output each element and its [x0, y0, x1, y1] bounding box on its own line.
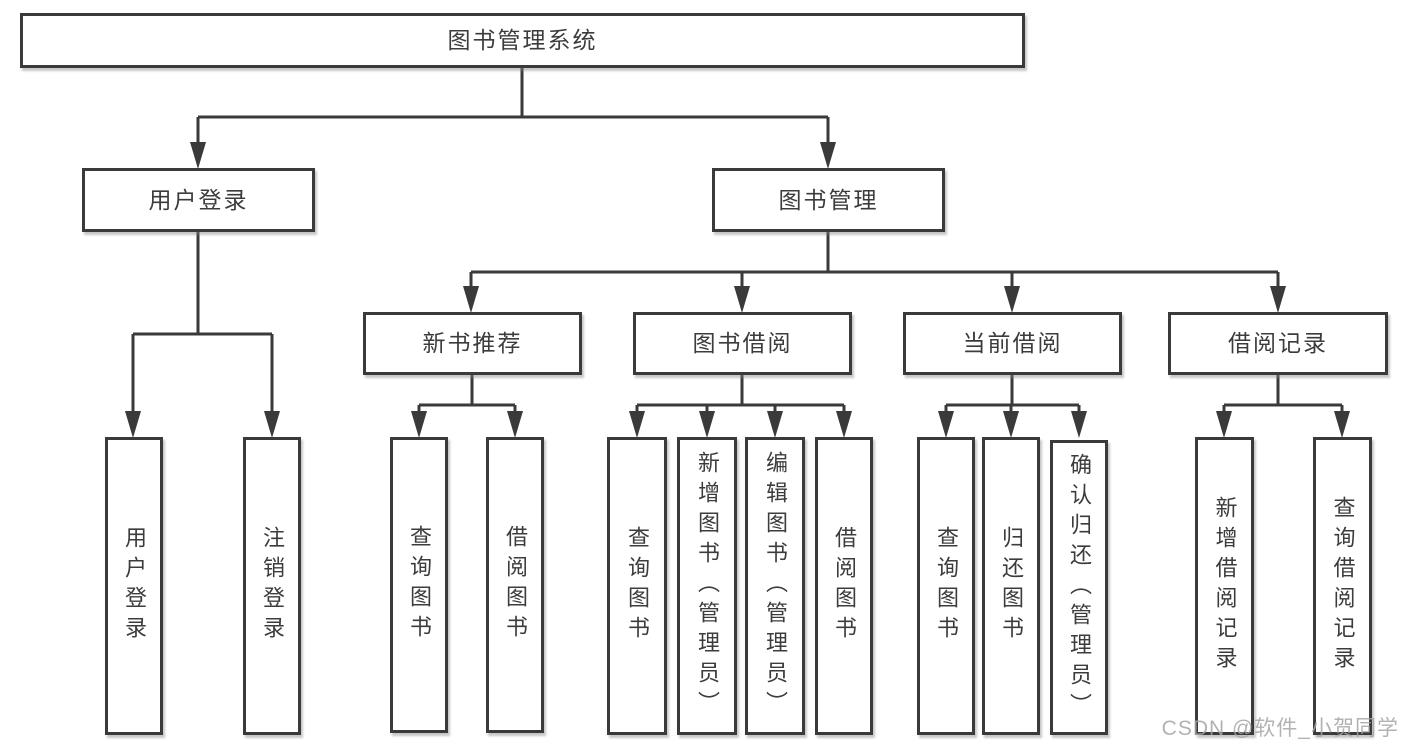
node-label-add-book-admin: 新增图书（管理员）: [695, 451, 720, 721]
arrowhead-icon: [1270, 286, 1286, 313]
node-label-book-management: 图书管理: [778, 186, 879, 213]
arrowhead-icon: [734, 286, 750, 313]
node-add-borrow-record: 新增借阅记录: [1195, 437, 1254, 735]
arrowhead-icon: [507, 411, 523, 438]
arrowhead-icon: [699, 411, 715, 438]
arrowhead-icon: [820, 142, 836, 169]
node-confirm-return-admin: 确认归还（管理员）: [1050, 440, 1108, 735]
node-borrow-book-leaf: 借阅图书: [815, 437, 873, 735]
node-label-return-book: 归还图书: [999, 526, 1024, 646]
node-label-query-borrow-record: 查询借阅记录: [1330, 496, 1356, 676]
node-query-borrow-record: 查询借阅记录: [1313, 437, 1372, 735]
node-borrow-book-recommend: 借阅图书: [486, 437, 544, 733]
node-user-login: 用户登录: [82, 168, 315, 232]
arrowhead-icon: [767, 411, 783, 438]
node-label-query-book-borrowing: 查询图书: [625, 526, 650, 646]
node-query-book-recommend: 查询图书: [390, 437, 448, 733]
arrowhead-icon: [463, 286, 479, 313]
node-label-book-borrowing: 图书借阅: [692, 330, 793, 356]
node-new-book-recommend: 新书推荐: [363, 312, 582, 375]
node-label-new-book-recommend: 新书推荐: [422, 330, 523, 356]
node-current-borrowing: 当前借阅: [903, 312, 1122, 375]
node-label-system-root: 图书管理系统: [447, 27, 598, 53]
node-label-borrow-book-leaf: 借阅图书: [832, 526, 857, 646]
arrowhead-icon: [836, 411, 852, 438]
arrowhead-icon: [1216, 411, 1232, 438]
node-edit-book-admin: 编辑图书（管理员）: [745, 437, 805, 735]
node-label-add-borrow-record: 新增借阅记录: [1212, 496, 1238, 676]
watermark: CSDN @软件_小贺同学: [1161, 717, 1399, 740]
node-query-book-borrowing: 查询图书: [607, 437, 667, 735]
arrowhead-icon: [190, 142, 206, 169]
arrowhead-icon: [938, 411, 954, 438]
arrowhead-icon: [125, 411, 141, 438]
node-label-logout-leaf: 注销登录: [260, 526, 285, 646]
node-book-management: 图书管理: [712, 168, 945, 232]
node-logout-leaf: 注销登录: [243, 437, 301, 735]
node-book-borrowing: 图书借阅: [633, 312, 852, 375]
node-label-edit-book-admin: 编辑图书（管理员）: [763, 451, 788, 721]
arrowhead-icon: [1071, 411, 1087, 438]
node-label-current-borrowing: 当前借阅: [962, 330, 1063, 356]
arrowhead-icon: [411, 411, 427, 438]
node-label-borrowing-records: 借阅记录: [1228, 330, 1328, 356]
node-label-confirm-return-admin: 确认归还（管理员）: [1067, 452, 1092, 723]
node-query-book-current: 查询图书: [917, 437, 975, 735]
arrowhead-icon: [629, 411, 645, 438]
arrowhead-icon: [264, 411, 280, 438]
arrowhead-icon: [1003, 411, 1019, 438]
node-label-borrow-book-recommend: 借阅图书: [503, 525, 528, 645]
arrowhead-icon: [1004, 286, 1020, 313]
node-borrowing-records: 借阅记录: [1168, 312, 1388, 375]
node-add-book-admin: 新增图书（管理员）: [677, 437, 737, 735]
node-label-query-book-current: 查询图书: [934, 526, 959, 646]
node-label-user-login-leaf: 用户登录: [122, 526, 147, 646]
node-user-login-leaf: 用户登录: [105, 437, 163, 735]
node-system-root: 图书管理系统: [20, 13, 1025, 68]
node-label-user-login: 用户登录: [148, 186, 249, 213]
node-return-book: 归还图书: [982, 437, 1040, 735]
node-label-query-book-recommend: 查询图书: [407, 525, 432, 645]
arrowhead-icon: [1334, 411, 1350, 438]
